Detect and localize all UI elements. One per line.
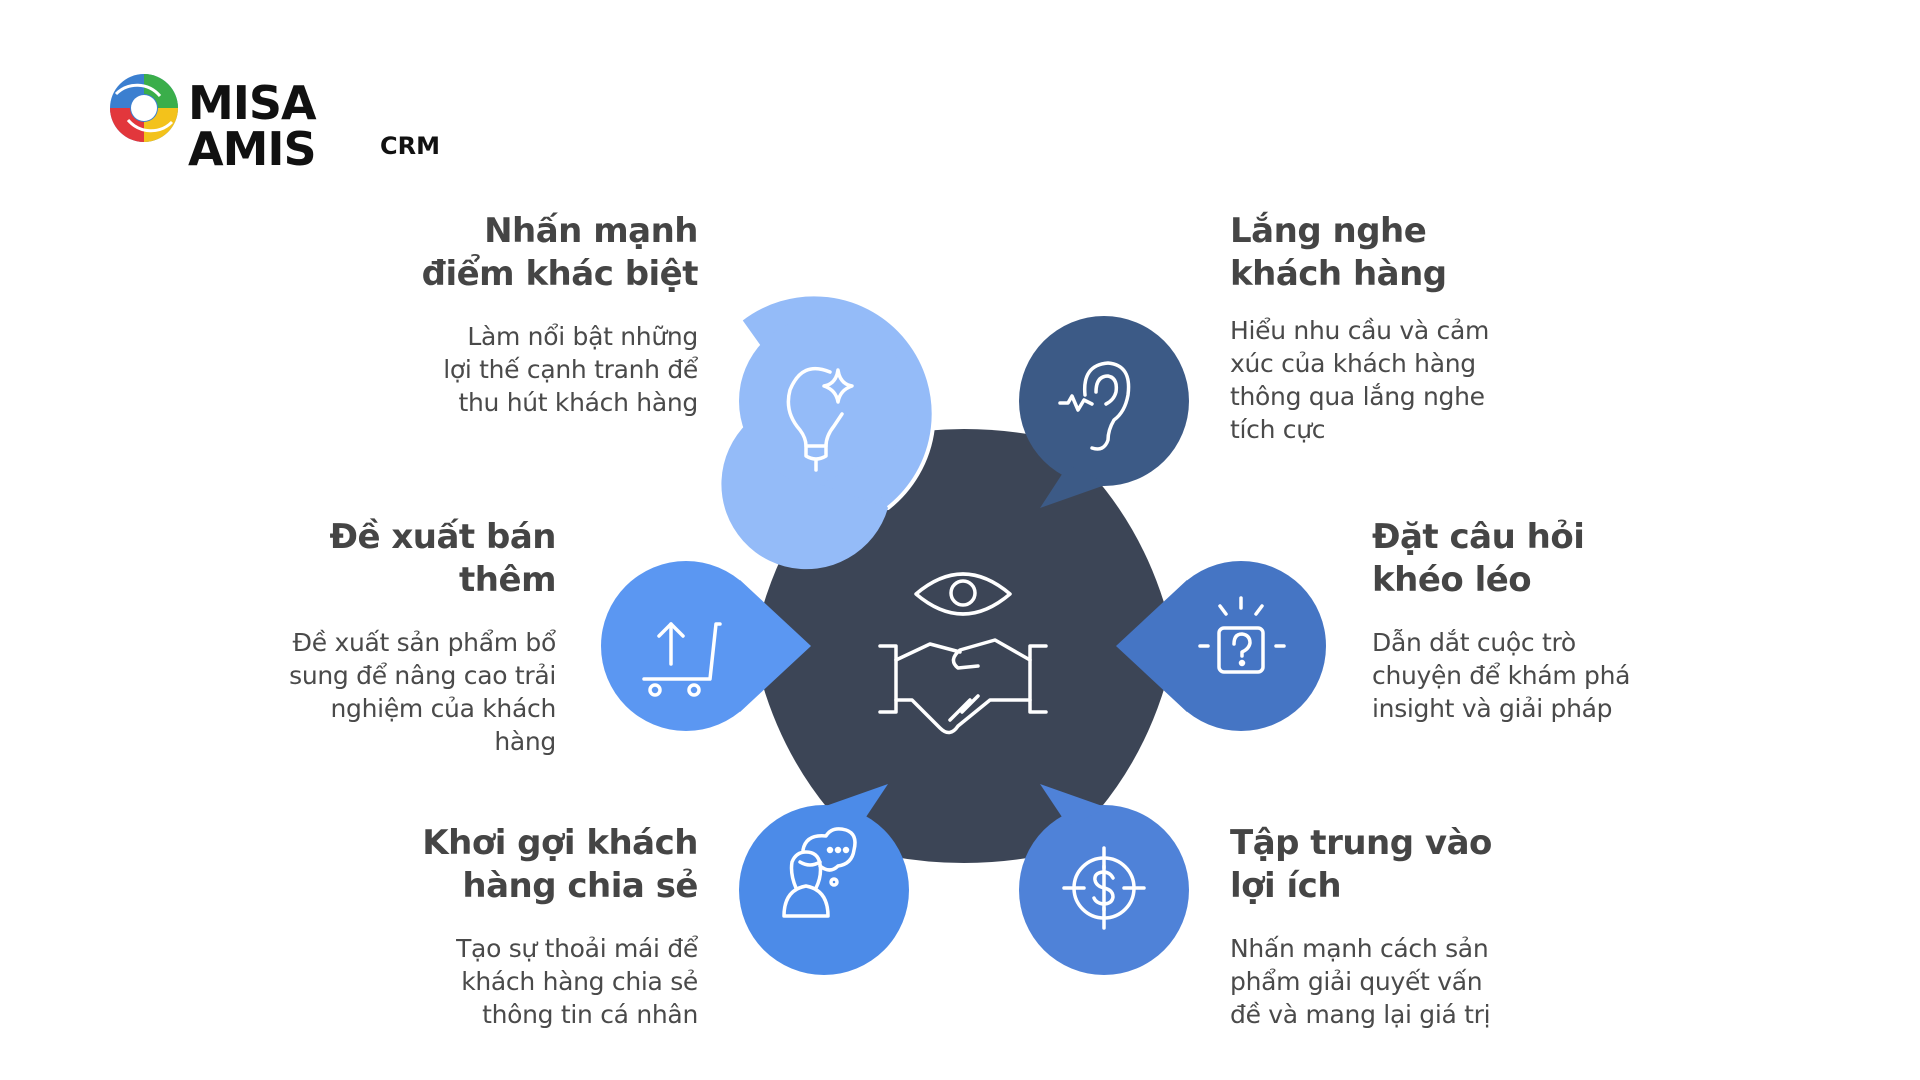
- pin-top-left: [721, 292, 936, 570]
- item-top-left-text: Nhấn mạnh điểm khác biệt Làm nổi bật nhữ…: [358, 210, 699, 419]
- item-description: Dẫn dắt cuộc trò chuyện để khám phá insi…: [1372, 628, 1631, 723]
- item-title: Khơi gợi khách hàng chia sẻ: [422, 823, 698, 906]
- item-left-text: Đề xuất bán thêm Đề xuất sản phẩm bổ sun…: [216, 516, 556, 758]
- item-bottom-right-text: Tập trung vào lợi ích Nhấn mạnh cách sản…: [1230, 822, 1570, 1031]
- item-description: Đề xuất sản phẩm bổ sung để nâng cao trả…: [289, 628, 556, 756]
- lightbulb-sparkle-icon: [786, 366, 854, 472]
- item-title: Đề xuất bán thêm: [329, 517, 556, 600]
- eye-icon: [914, 572, 1012, 616]
- pin-bottom-left: [739, 784, 909, 975]
- pin-right: [1116, 561, 1326, 731]
- item-description: Làm nổi bật những lợi thế cạnh tranh để …: [443, 322, 698, 417]
- item-title: Lắng nghe khách hàng: [1230, 211, 1447, 294]
- item-description: Nhấn mạnh cách sản phẩm giải quyết vấn đ…: [1230, 934, 1491, 1029]
- cart-upsell-icon: [642, 622, 722, 697]
- logo-product-text: CRM: [380, 132, 440, 160]
- ear-icon: [1058, 361, 1131, 451]
- item-right-text: Đặt câu hỏi khéo léo Dẫn dắt cuộc trò ch…: [1372, 516, 1712, 725]
- item-bottom-left-text: Khơi gợi khách hàng chia sẻ Tạo sự thoải…: [358, 822, 698, 1031]
- pin-top-right: [1019, 316, 1189, 508]
- item-description: Hiểu nhu cầu và cảm xúc của khách hàng t…: [1230, 316, 1490, 444]
- question-box-icon: [1198, 596, 1286, 674]
- misa-amis-crm-logo: MISA AMIS CRM: [108, 72, 448, 172]
- item-description: Tạo sự thoải mái để khách hàng chia sẻ t…: [456, 934, 698, 1029]
- pin-left: [601, 561, 811, 731]
- item-title: Đặt câu hỏi khéo léo: [1372, 517, 1585, 600]
- dollar-target-icon: [1062, 846, 1146, 930]
- item-title: Tập trung vào lợi ích: [1230, 823, 1492, 906]
- person-thought-bubble-icon: [782, 827, 857, 918]
- item-top-right-text: Lắng nghe khách hàng Hiểu nhu cầu và cảm…: [1230, 210, 1570, 446]
- logo-swirl-icon: [110, 74, 178, 142]
- logo-brand-text: MISA AMIS: [188, 76, 317, 176]
- item-title: Nhấn mạnh điểm khác biệt: [421, 211, 699, 294]
- handshake-icon: [878, 638, 1048, 735]
